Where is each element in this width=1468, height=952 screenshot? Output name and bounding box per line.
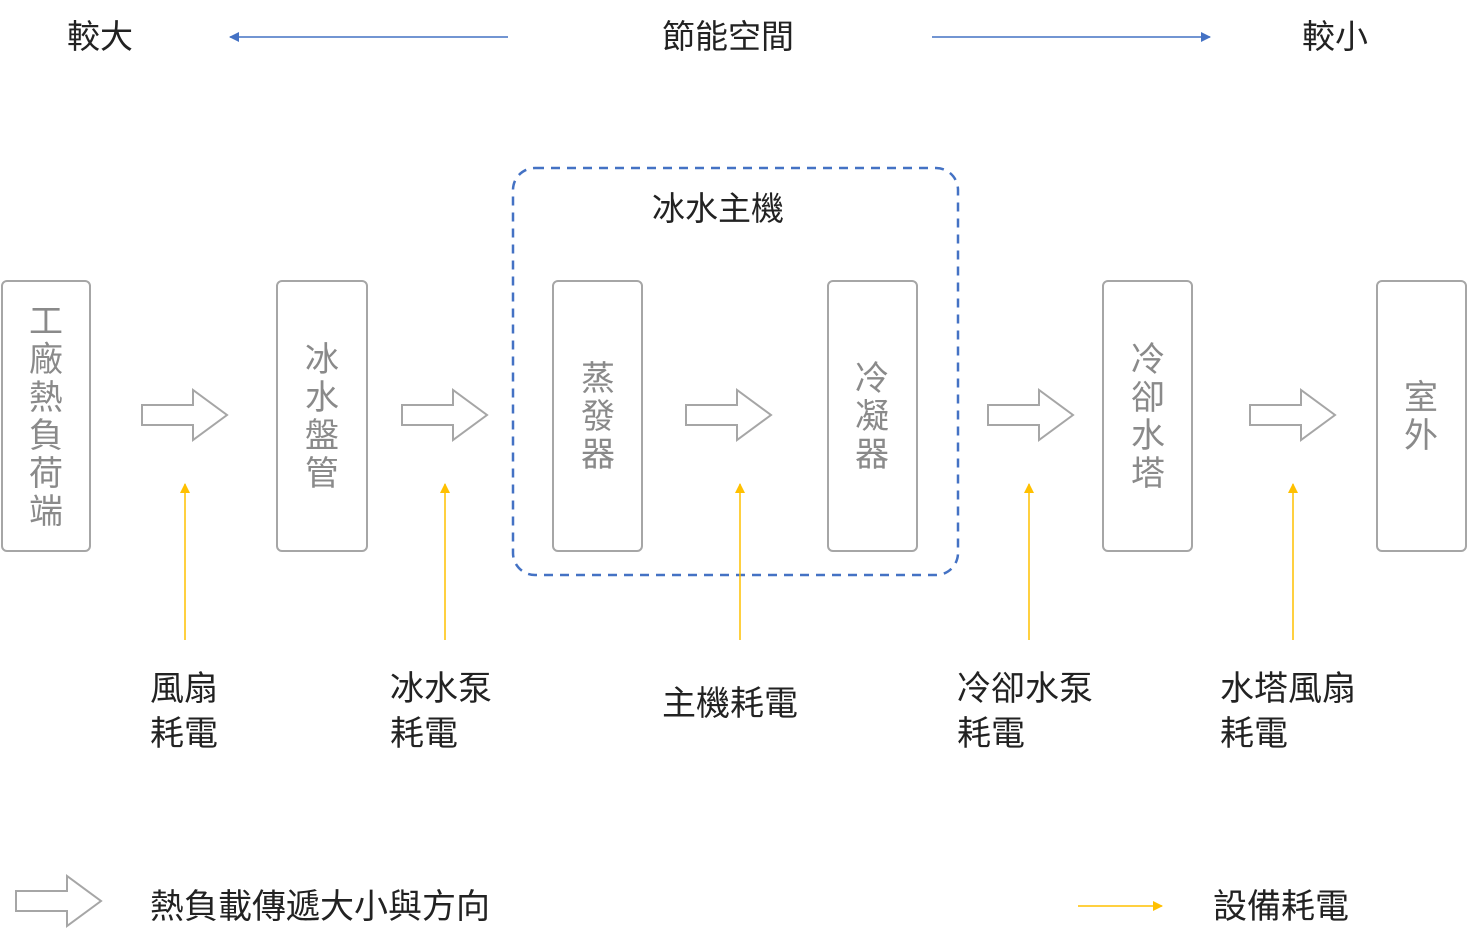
stage-label-evaporator: 蒸發器 [581,359,615,475]
stage-box-factory-load: 工廠熱負荷端 [1,280,91,552]
heat-flow-arrow-3 [685,388,773,442]
heat-flow-arrow-1 [141,388,229,442]
stage-box-condenser: 冷凝器 [827,280,918,552]
consumer-label-fan-line2: 耗電 [150,714,218,754]
chiller-group-label: 冰水主機 [652,189,784,228]
consumer-label-cooling-water-pump-line2: 耗電 [957,714,1025,754]
header-right-label: 較小 [1302,17,1368,56]
heat-flow-arrow-2 [401,388,489,442]
stage-label-chilled-water-coil: 冰水盤管 [305,340,339,494]
stage-label-factory-load: 工廠熱負荷端 [29,302,63,532]
consumer-label-chiller: 主機耗電 [662,684,798,724]
stage-box-outdoor: 室外 [1376,280,1467,552]
legend-power-label: 設備耗電 [1213,887,1349,927]
stage-box-evaporator: 蒸發器 [552,280,643,552]
stage-box-cooling-tower: 冷卻水塔 [1102,280,1193,552]
heat-flow-arrow-5 [1249,388,1337,442]
chiller-group-border [511,166,960,577]
consumer-label-tower-fan-line2: 耗電 [1220,714,1288,754]
heat-flow-arrow-4 [987,388,1075,442]
consumer-label-tower-fan-line1: 水塔風扇 [1220,669,1356,709]
stage-label-condenser: 冷凝器 [855,359,889,475]
stage-box-chilled-water-coil: 冰水盤管 [276,280,368,552]
stage-label-outdoor: 室外 [1404,378,1438,456]
legend-heat-flow-label: 熱負載傳遞大小與方向 [150,887,490,927]
consumer-label-cooling-water-pump-line1: 冷卻水泵 [957,669,1093,709]
header-center-label: 節能空間 [662,17,794,56]
header-left-label: 較大 [67,17,133,56]
legend-heat-flow-icon [15,874,103,928]
stage-label-cooling-tower: 冷卻水塔 [1131,340,1165,494]
consumer-label-fan-line1: 風扇 [150,669,218,709]
consumer-label-chilled-water-pump-line2: 耗電 [390,714,458,754]
consumer-label-chilled-water-pump-line1: 冰水泵 [390,669,492,709]
